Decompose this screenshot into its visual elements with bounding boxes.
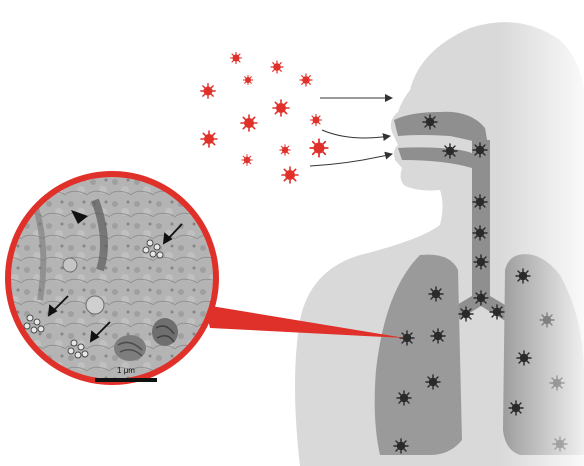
virus-particle-icon <box>310 114 321 125</box>
virus-particle-icon <box>242 155 252 165</box>
virus-particle-icon <box>459 307 473 321</box>
virus-particle-icon <box>282 167 298 183</box>
inhale-arrow-icon <box>310 154 392 166</box>
virus-particle-icon <box>280 145 290 155</box>
virus-particle-icon <box>540 313 554 327</box>
virus-particle-icon <box>426 375 440 389</box>
right-fade-overlay <box>500 0 584 466</box>
virus-particle-icon <box>490 305 504 319</box>
trachea <box>472 140 490 300</box>
virus-particle-icon <box>550 376 564 390</box>
virus-particle-icon <box>509 401 523 415</box>
virus-particle-icon <box>431 329 445 343</box>
virus-particle-icon <box>429 287 443 301</box>
virus-particle-icon <box>201 131 217 147</box>
virus-particle-icon <box>423 115 437 129</box>
virus-particle-icon <box>273 100 289 116</box>
micrograph-inset: 1 μm <box>0 170 230 390</box>
inhale-arrow-icon <box>322 130 390 138</box>
virus-particle-icon <box>241 115 257 131</box>
virus-particle-icon <box>517 351 531 365</box>
virus-particle-icon <box>201 84 215 98</box>
virus-particle-icon <box>474 291 488 305</box>
virus-particle-icon <box>230 52 241 63</box>
virus-particle-icon <box>474 255 488 269</box>
scale-bar-label: 1 μm <box>117 366 135 375</box>
airborne-virus-particles <box>201 52 328 183</box>
inhalation-arrows <box>310 98 392 166</box>
virus-particle-icon <box>473 143 487 157</box>
virus-particle-icon <box>243 75 253 85</box>
virus-particle-icon <box>394 439 408 453</box>
virus-particle-icon <box>473 195 487 209</box>
virus-particle-icon <box>443 144 457 158</box>
virus-particle-icon <box>271 61 283 73</box>
virus-particle-icon <box>473 226 487 240</box>
virus-particle-icon <box>400 331 414 345</box>
virus-particle-icon <box>397 391 411 405</box>
virus-particle-icon <box>516 269 530 283</box>
virus-particle-icon <box>553 437 567 451</box>
virus-particle-icon <box>300 74 312 86</box>
virus-particle-icon <box>310 139 328 157</box>
